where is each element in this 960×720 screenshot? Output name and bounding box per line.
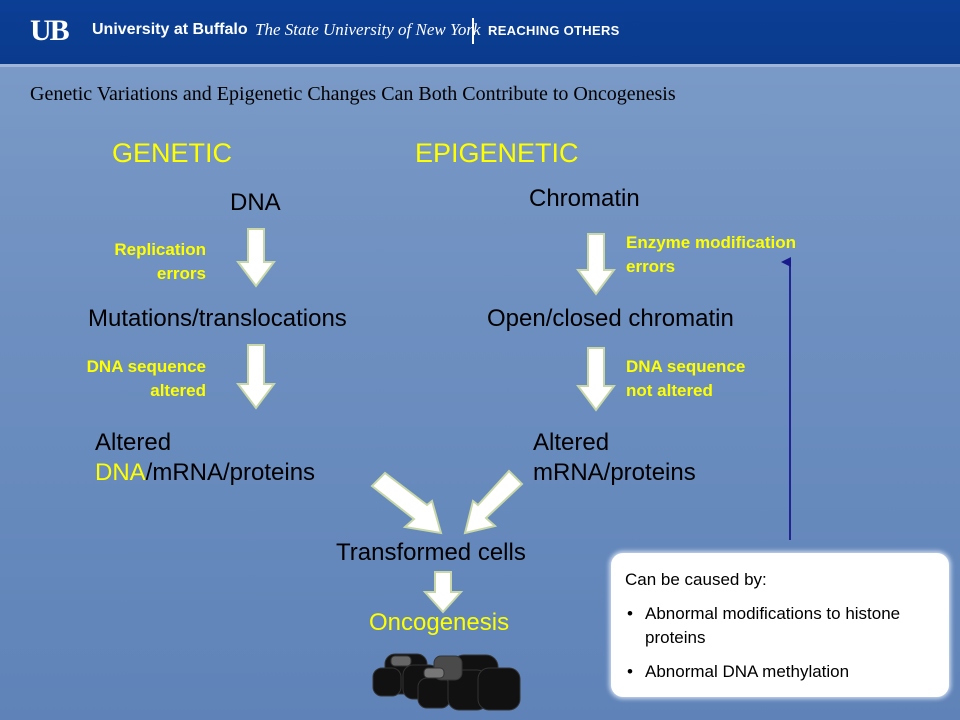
university-name: University at Buffalo: [92, 21, 248, 38]
slide-title: Genetic Variations and Epigenetic Change…: [30, 83, 676, 105]
ub-logo: UB: [30, 14, 70, 47]
arrow-genetic-to-transformed: [370, 471, 443, 535]
dna-highlight: DNA: [95, 459, 146, 486]
header-bar: UB University at Buffalo The State Unive…: [0, 0, 960, 64]
header-underline: [0, 64, 960, 67]
node-transformed-cells: Transformed cells: [336, 539, 526, 566]
epigenetic-heading: EPIGENETIC: [415, 138, 579, 168]
node-mutations-translocations: Mutations/translocations: [88, 305, 347, 332]
callout-heading: Can be caused by:: [625, 570, 767, 589]
node-oncogenesis: Oncogenesis: [369, 609, 510, 636]
arrow-mutations-to-altered: [236, 344, 276, 410]
arrow-transformed-to-oncogenesis: [422, 571, 464, 614]
callout-item-histone: Abnormal modifications to histone protei…: [625, 602, 940, 650]
arrow-chromatin-to-open: [576, 233, 616, 296]
node-altered-dna-mrna-proteins: Altered DNA/mRNA/proteins: [95, 429, 316, 486]
arrow-dna-to-mutations: [236, 228, 276, 288]
label-replication-errors: Replication errors: [114, 240, 206, 283]
header-divider: [472, 18, 474, 44]
label-enzyme-modification-errors: Enzyme modification errors: [626, 233, 797, 276]
genetic-heading: GENETIC: [112, 138, 233, 168]
header-tagline: REACHING OTHERS: [488, 23, 620, 38]
arrow-open-to-altered: [576, 347, 616, 412]
suny-name: The State University of New York: [255, 20, 481, 39]
node-chromatin: Chromatin: [529, 185, 640, 212]
tumor-cells-image: [372, 653, 521, 711]
node-altered-mrna-proteins: Altered mRNA/proteins: [533, 429, 696, 486]
node-dna: DNA: [230, 189, 281, 216]
label-dna-sequence-altered: DNA sequence altered: [86, 357, 206, 400]
arrow-epigenetic-to-transformed: [463, 469, 524, 535]
label-dna-sequence-not-altered: DNA sequence not altered: [626, 357, 746, 400]
node-open-closed-chromatin: Open/closed chromatin: [487, 305, 734, 332]
causes-callout: Can be caused by: Abnormal modifications…: [611, 553, 949, 697]
callout-item-methylation: Abnormal DNA methylation: [625, 660, 940, 684]
callout-list: Abnormal modifications to histone protei…: [625, 602, 940, 694]
